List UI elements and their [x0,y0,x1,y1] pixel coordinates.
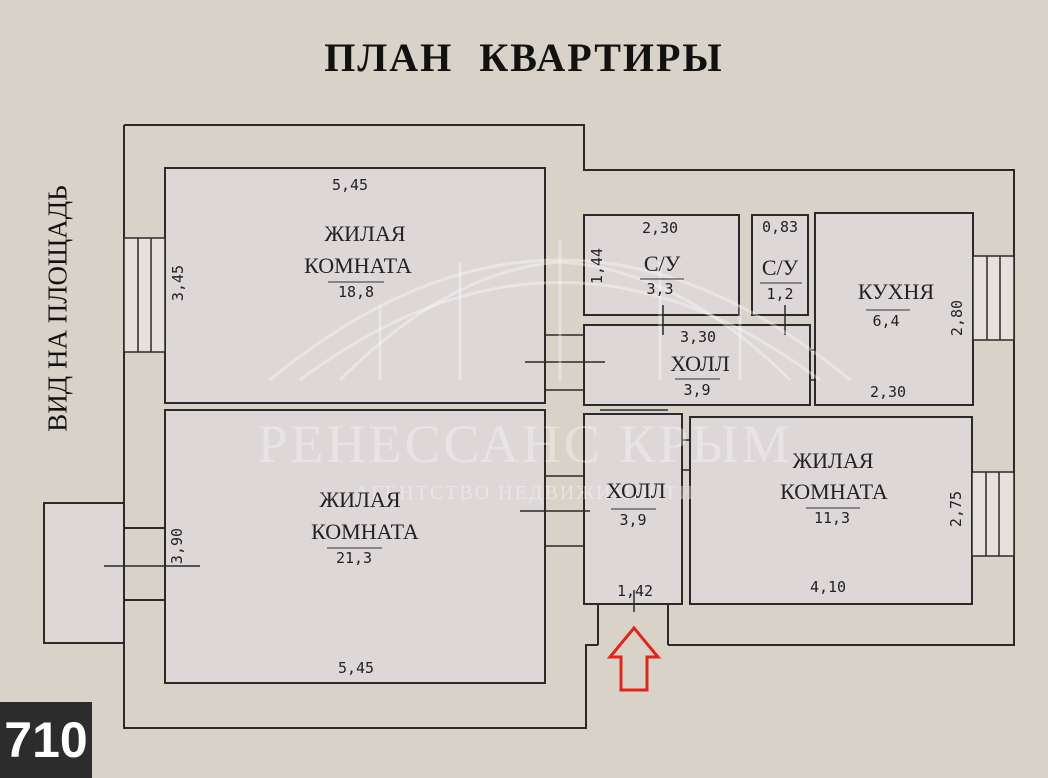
bathroom-2-name: С/У [762,255,799,280]
room-hall-1 [583,324,811,406]
living-3-area: 11,3 [814,509,850,527]
living-1-name-2: КОМНАТА [304,253,412,278]
window-left-top [123,237,166,353]
living-3-labels: ЖИЛАЯ КОМНАТА 11,3 2,75 4,10 [780,448,965,596]
bathroom-2-labels: 0,83 С/У 1,2 [760,218,802,303]
kitchen-labels: КУХНЯ 6,4 2,80 2,30 [858,279,966,401]
plan-title: ПЛАН КВАРТИРЫ [324,35,724,80]
hall-1-width: 3,30 [680,328,716,346]
door-markers [520,305,815,612]
windows [123,237,1015,557]
room-bathroom-2 [751,214,809,316]
living-3-height: 2,75 [947,491,965,527]
watermark-text: РЕНЕССАНС КРЫМ [257,414,792,474]
living-1-width: 5,45 [332,176,368,194]
living-2-name-2: КОМНАТА [311,519,419,544]
living-1-labels: 5,45 3,45 ЖИЛАЯ КОМНАТА 18,8 [169,176,412,301]
room-bathroom-1 [583,214,740,316]
living-2-width: 5,45 [338,659,374,677]
balcony [43,502,200,644]
watermark-subtext: АГЕНТСТВО НЕДВИЖИМОСТИ [355,482,695,504]
living-2-name: ЖИЛАЯ [319,487,400,512]
window-right-living [971,471,1015,557]
living-2-area: 21,3 [336,549,372,567]
watermark: РЕНЕССАНС КРЫМ АГЕНТСТВО НЕДВИЖИМОСТИ [257,240,851,504]
hall-2-width: 1,42 [617,582,653,600]
living-1-name: ЖИЛАЯ [324,221,405,246]
bathroom-1-height: 1,44 [588,248,606,284]
room-kitchen [814,212,974,406]
bathroom-2-width: 0,83 [762,218,798,236]
entrance-opening [597,605,669,645]
hall-2-name: ХОЛЛ [606,478,665,503]
living-2-labels: ЖИЛАЯ КОМНАТА 21,3 3,90 5,45 [168,487,419,677]
bathroom-1-width: 2,30 [642,219,678,237]
hall-2-labels: ХОЛЛ 3,9 1,42 [606,478,665,600]
living-2-height: 3,90 [168,528,186,564]
hall-1-area: 3,9 [683,381,710,399]
watermark-arch-icon [269,240,851,382]
hall-1-labels: 3,30 ХОЛЛ 3,9 [670,328,729,399]
living-3-name: ЖИЛАЯ [792,448,873,473]
hall-2-area: 3,9 [619,511,646,529]
bathroom-1-area: 3,3 [646,280,673,298]
listing-number-badge: 710 [0,702,92,778]
room-living-1 [164,167,546,404]
kitchen-name: КУХНЯ [858,279,935,304]
living-3-name-2: КОМНАТА [780,479,888,504]
living-1-area: 18,8 [338,283,374,301]
window-right-kitchen [972,255,1015,341]
living-3-width: 4,10 [810,578,846,596]
bathroom-1-labels: 2,30 1,44 С/У 3,3 [588,219,684,298]
bathroom-1-name: С/У [644,251,681,276]
room-living-2 [164,409,546,684]
kitchen-area: 6,4 [872,312,899,330]
entrance-arrow-icon [606,625,662,692]
kitchen-height: 2,80 [948,300,966,336]
living-1-height: 3,45 [169,265,187,301]
kitchen-width: 2,30 [870,383,906,401]
bathroom-2-area: 1,2 [766,285,793,303]
hall-1-name: ХОЛЛ [670,351,729,376]
